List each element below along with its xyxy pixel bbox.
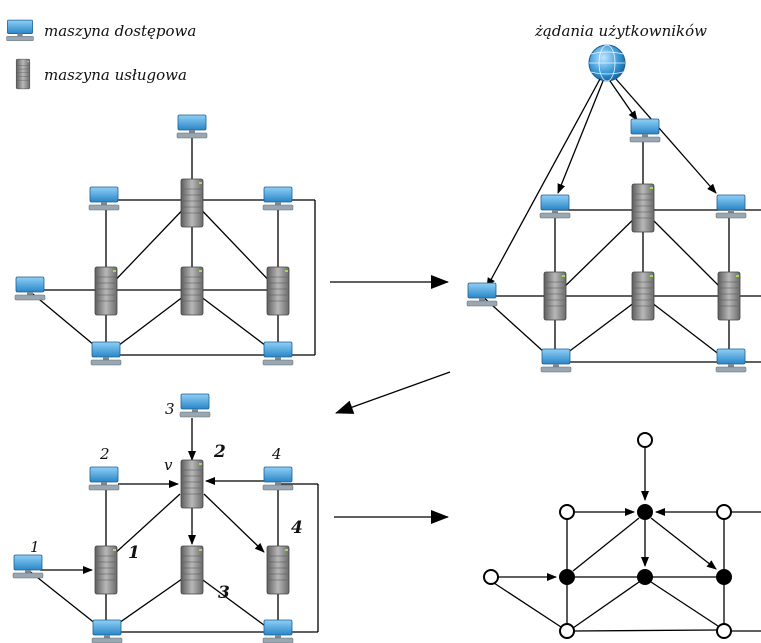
service-machine-icon [94, 266, 118, 316]
access-label-3: 3 [165, 400, 175, 418]
service-machine-icon [180, 459, 204, 509]
access-machine-icon [179, 393, 211, 418]
access-machine-icon [88, 466, 120, 491]
access-machine-icon [14, 276, 46, 301]
access-machine-icon [90, 341, 122, 366]
panel-4-graph [483, 432, 761, 639]
service-machine-icon [180, 178, 204, 228]
globe-icon [588, 44, 626, 82]
access-machine-icon [262, 466, 294, 491]
panel-1-edges [27, 128, 316, 356]
access-node [559, 623, 575, 639]
service-machine-icon [631, 271, 655, 321]
legend-service-machine-label: maszyna usługowa [44, 66, 187, 84]
access-node [637, 432, 653, 448]
service-machine-icon [266, 545, 290, 595]
access-node [483, 569, 499, 585]
service-machine-legend-icon [15, 58, 31, 90]
service-label-3: 3 [218, 583, 230, 603]
access-machine-icon [176, 114, 208, 139]
access-machine-icon [262, 186, 294, 211]
service-label-2: 2 [213, 442, 226, 462]
panel-2-network: żądania użytkowników [466, 22, 761, 373]
requests-label: żądania użytkowników [534, 22, 707, 40]
service-machine-icon [631, 183, 655, 233]
access-machine-icon [262, 341, 294, 366]
access-label-1: 1 [30, 538, 40, 556]
access-machine-icon [715, 194, 747, 219]
service-machine-icon [94, 545, 118, 595]
panel-4-edges [493, 447, 761, 632]
transition-arrow-2 [335, 371, 451, 414]
service-node [637, 569, 653, 585]
service-node [559, 569, 575, 585]
access-machine-legend-icon [6, 19, 34, 42]
access-machine-icon [262, 619, 294, 643]
access-machine-icon [88, 186, 120, 211]
legend-access-machine-label: maszyna dostępowa [44, 22, 196, 40]
access-node [716, 504, 732, 520]
panel-3-network: 1 2 3 4 v 1 2 3 4 [12, 393, 319, 643]
access-label-2: 2 [99, 445, 110, 463]
access-label-4: 4 [271, 445, 282, 463]
service-machine-icon [717, 271, 741, 321]
legend: maszyna dostępowa maszyna usługowa [6, 19, 196, 90]
access-machine-icon [715, 348, 747, 373]
service-machine-icon [180, 545, 204, 595]
service-label-4: 4 [291, 518, 303, 538]
access-machine-icon [91, 619, 123, 643]
access-machine-icon [539, 194, 571, 219]
access-machine-icon [540, 348, 572, 373]
access-machine-icon [629, 118, 661, 143]
service-machine-icon [180, 266, 204, 316]
request-arrows [486, 78, 717, 288]
access-node [716, 623, 732, 639]
access-machine-icon [466, 282, 498, 307]
service-machine-icon [543, 271, 567, 321]
panel-1-network [14, 114, 316, 366]
panel-2-edges [481, 135, 761, 363]
service-node [716, 569, 732, 585]
access-machine-icon [12, 554, 44, 579]
service-node [637, 504, 653, 520]
vertex-label-v: v [164, 456, 173, 474]
service-label-1: 1 [128, 543, 140, 563]
access-node [559, 504, 575, 520]
service-machine-icon [266, 266, 290, 316]
